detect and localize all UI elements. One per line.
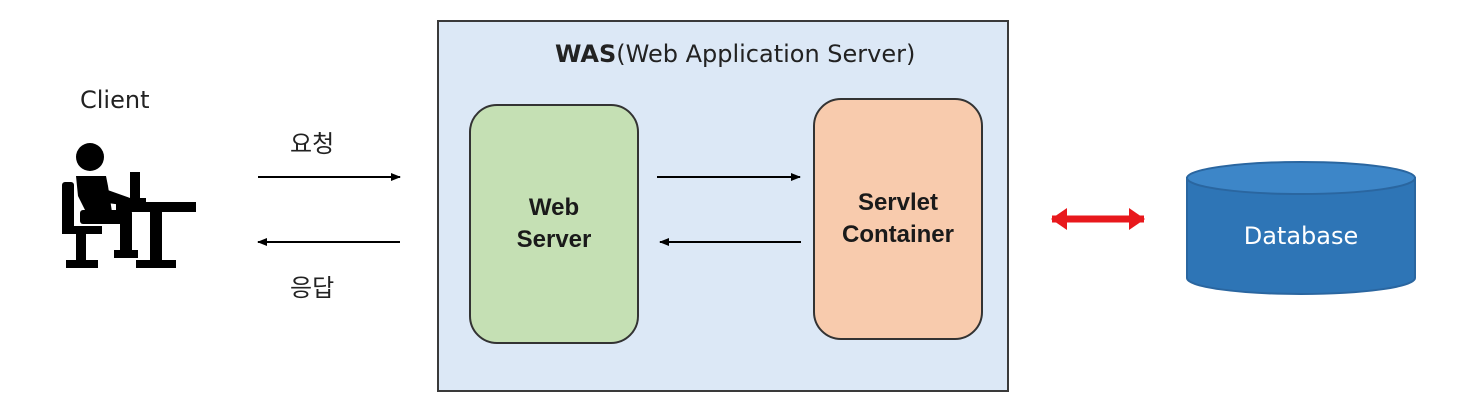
servlet-container-label-line1: Servlet: [857, 189, 939, 216]
was-title-rest: (Web Application Server): [616, 40, 916, 68]
database-label: Database: [1243, 222, 1359, 250]
was-title-bold: WAS: [555, 40, 617, 68]
client-label: Client: [80, 86, 150, 114]
database-cylinder-icon: [1185, 160, 1417, 304]
servlet-container-label: Servlet Container: [842, 187, 954, 251]
web-server-label-line2: Server: [516, 226, 592, 253]
user-at-desk-icon: [56, 140, 202, 278]
web-server-label: Web Server: [517, 192, 592, 256]
response-label: 응답: [290, 274, 335, 302]
request-label: 요청: [290, 130, 335, 158]
servlet-container-label-line2: Container: [841, 221, 954, 248]
web-server-box: Web Server: [469, 104, 639, 344]
web-server-label-line1: Web: [528, 194, 580, 221]
servlet-container-box: Servlet Container: [813, 98, 983, 340]
was-title: WAS(Web Application Server): [555, 40, 915, 68]
